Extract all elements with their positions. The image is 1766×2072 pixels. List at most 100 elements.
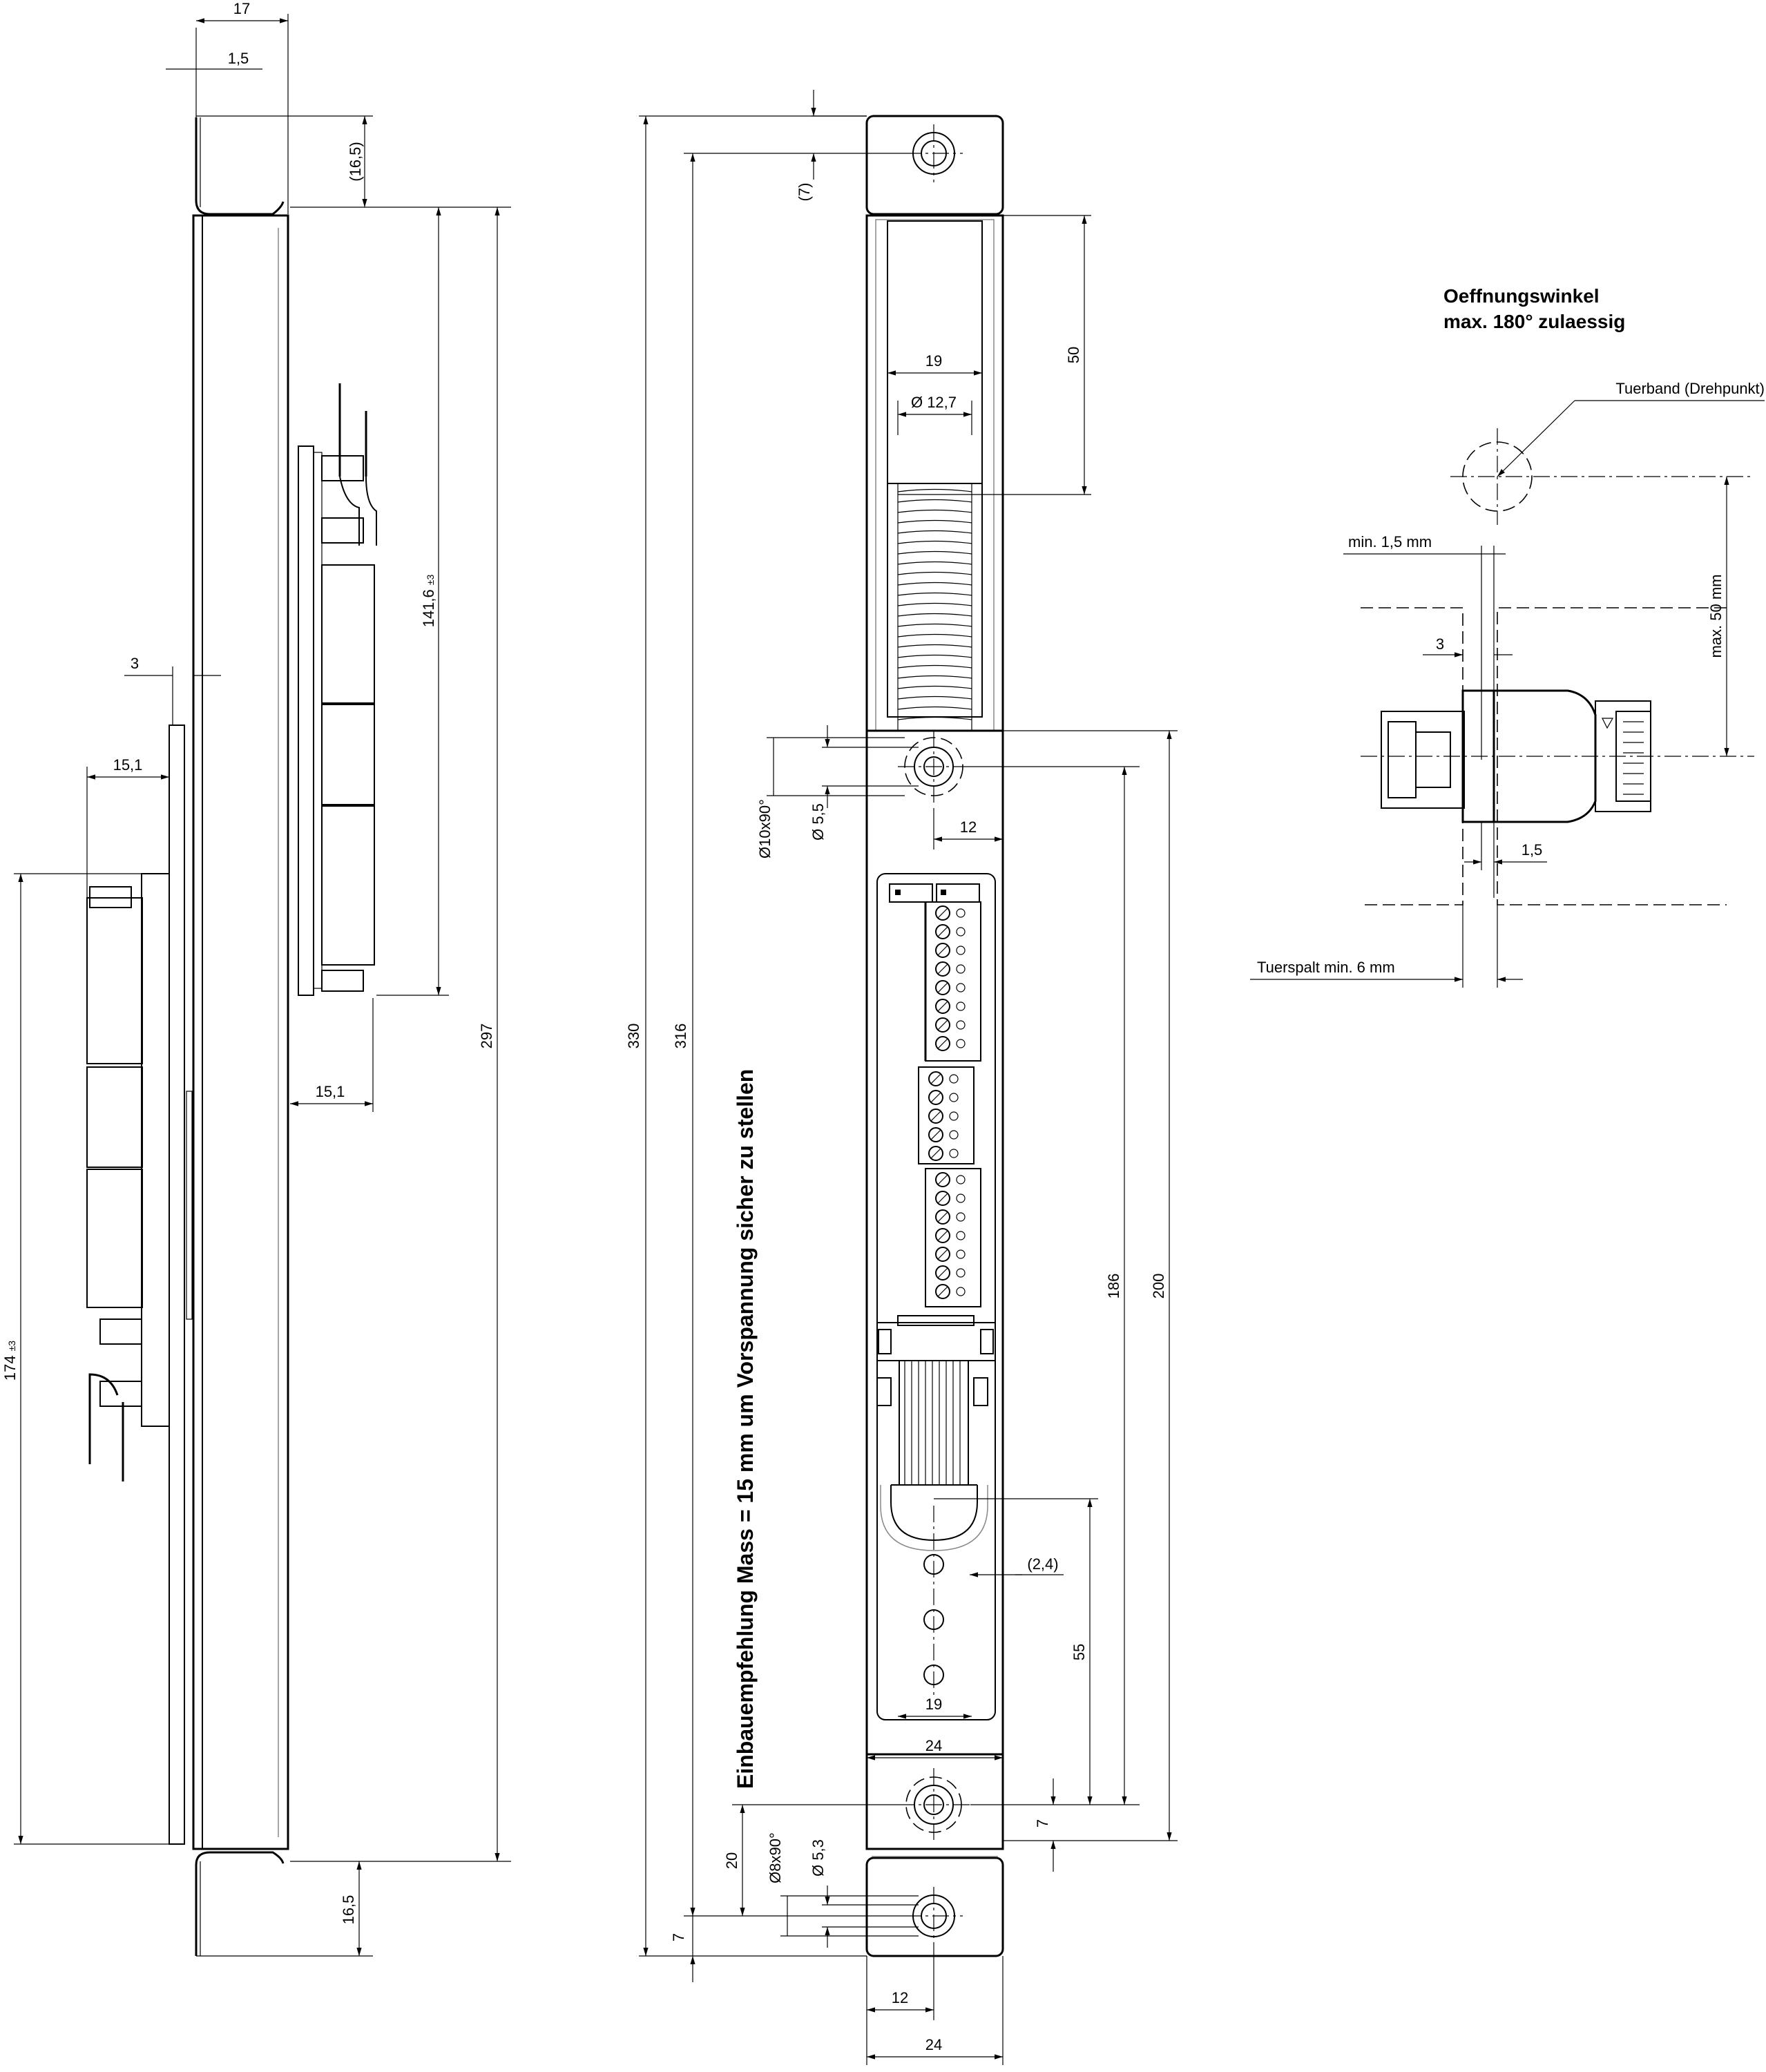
side-lower-board	[169, 725, 185, 1845]
terminal-screw-slot	[937, 1211, 948, 1222]
dim-16-5-bottom: 16,5	[340, 1895, 357, 1925]
side-channel-body	[192, 214, 289, 1850]
front-view: (7) 330 316 50 19 Ø 12,7 Ø10x90° Ø 5,5 1…	[625, 90, 1178, 2065]
dim-dia-5-3: Ø 5,3	[809, 1839, 827, 1877]
front-inner-panel	[876, 873, 996, 1720]
terminal-screw	[928, 1127, 943, 1142]
terminal-contact	[956, 946, 966, 955]
terminal-screw	[935, 1209, 950, 1225]
terminal-contact	[956, 908, 966, 918]
terminal-contact	[956, 1193, 966, 1203]
terminal-screw	[935, 961, 950, 977]
label-gap: Tuerspalt min. 6 mm	[1257, 959, 1395, 976]
terminal-screw-slot	[937, 1001, 948, 1012]
terminal-contact	[956, 964, 966, 974]
terminal-block-1	[924, 901, 981, 1062]
label-max-50: max. 50 mm	[1707, 574, 1725, 658]
side-view: 17 1,5 (16,5) 141,6±3 297 3 15,1 15,1 17…	[1, 0, 511, 1957]
terminal-contact	[956, 1231, 966, 1240]
dim-19-top: 19	[925, 352, 942, 370]
dim-12-bottom: 12	[892, 1989, 908, 2006]
terminal-screw	[935, 1247, 950, 1262]
front-bottom-plate	[865, 1857, 1004, 1957]
terminal-screw	[928, 1146, 943, 1161]
terminal-screw-slot	[937, 1019, 948, 1030]
terminal-screw-slot	[930, 1092, 941, 1103]
terminal-screw	[935, 1036, 950, 1051]
dim-7-bottom-right: 7	[1034, 1819, 1051, 1828]
dim-17: 17	[233, 0, 250, 17]
detail-title-line2: max. 180° zulaessig	[1443, 311, 1625, 332]
terminal-screw-slot	[930, 1073, 941, 1084]
terminal-screw-slot	[937, 1267, 948, 1278]
terminal-screw	[935, 1265, 950, 1280]
terminal-screw	[935, 980, 950, 995]
terminal-screw-slot	[930, 1129, 941, 1140]
terminal-contact	[956, 1212, 966, 1222]
dim-186: 186	[1105, 1274, 1122, 1299]
terminal-screw-slot	[937, 1249, 948, 1260]
label-hinge: Tuerband (Drehpunkt)	[1615, 380, 1765, 397]
dim-316: 316	[672, 1024, 689, 1049]
terminal-screw	[935, 1284, 950, 1299]
terminal-screw-slot	[937, 1193, 948, 1204]
side-bottom-bracket	[195, 1851, 285, 1956]
dim-12-mid: 12	[960, 818, 977, 836]
terminal-screw-slot	[937, 1038, 948, 1049]
dim-55: 55	[1071, 1644, 1088, 1660]
terminal-contact	[956, 1001, 966, 1011]
dim-dia-12-7: Ø 12,7	[911, 394, 957, 411]
terminal-contact	[956, 1268, 966, 1278]
terminal-contact	[949, 1111, 959, 1121]
dim-15-1-left: 15,1	[113, 756, 143, 774]
side-top-bracket	[195, 117, 285, 215]
terminal-screw-slot	[937, 926, 948, 937]
side-upper-board	[298, 445, 314, 996]
terminal-contact	[949, 1074, 959, 1084]
detail-title-line1: Oeffnungswinkel	[1443, 285, 1600, 307]
terminal-contact	[956, 1020, 966, 1030]
terminal-screw-slot	[937, 1286, 948, 1297]
detail-view: Oeffnungswinkel max. 180° zulaessig Tuer…	[1250, 285, 1765, 988]
terminal-contact	[956, 1175, 966, 1184]
dim-50: 50	[1065, 347, 1082, 363]
terminal-screw-slot	[937, 963, 948, 975]
dim-2-4: (2,4)	[1027, 1555, 1058, 1573]
terminal-screw	[935, 905, 950, 921]
terminal-screw	[935, 1017, 950, 1033]
dim-7-top: (7)	[796, 183, 813, 202]
dim-15-1-right: 15,1	[316, 1083, 345, 1100]
front-channel-body	[865, 214, 1004, 1850]
terminal-screw-slot	[937, 945, 948, 956]
dim-297: 297	[478, 1024, 495, 1049]
dim-200: 200	[1150, 1274, 1167, 1299]
terminal-block-2	[918, 1066, 975, 1164]
dim-3: 3	[131, 655, 139, 672]
label-3: 3	[1436, 635, 1444, 653]
terminal-screw	[928, 1071, 943, 1086]
terminal-block-3	[925, 1168, 981, 1307]
terminal-screw	[935, 1191, 950, 1206]
dim-24-bottom: 24	[925, 2036, 942, 2053]
terminal-contact	[956, 1287, 966, 1296]
terminal-contact	[956, 1249, 966, 1259]
dim-dia-10x90: Ø10x90°	[756, 799, 774, 858]
terminal-screw-slot	[937, 1230, 948, 1241]
dim-dia-5-5: Ø 5,5	[809, 803, 827, 841]
dim-16-5-top: (16,5)	[347, 142, 364, 181]
terminal-screw	[935, 924, 950, 939]
terminal-contact	[949, 1149, 959, 1158]
spring	[897, 483, 972, 731]
terminal-contact	[949, 1130, 959, 1140]
dim-24-mid: 24	[925, 1737, 942, 1754]
terminal-screw	[935, 943, 950, 958]
terminal-contact	[956, 927, 966, 937]
dim-7-bottom-left: 7	[670, 1933, 687, 1941]
terminal-contact	[949, 1093, 959, 1102]
terminal-screw-slot	[937, 1174, 948, 1185]
label-1-5: 1,5	[1522, 841, 1543, 858]
terminal-screw	[935, 999, 950, 1014]
terminal-screw	[928, 1090, 943, 1105]
dim-dia-8x90: Ø8x90°	[767, 1832, 784, 1883]
